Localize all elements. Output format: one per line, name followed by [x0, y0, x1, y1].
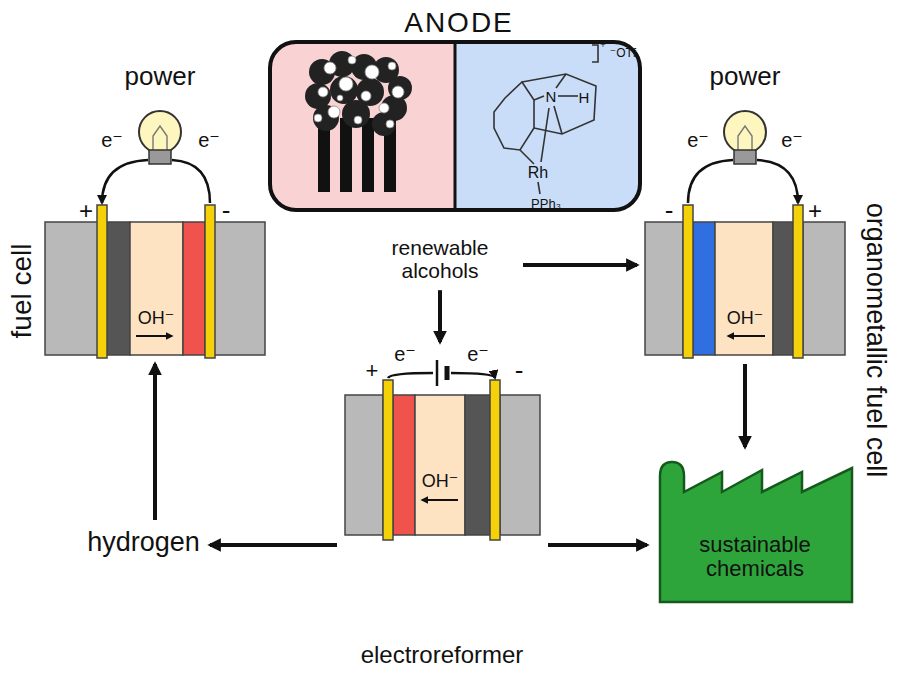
battery-circuit	[388, 360, 495, 500]
flow-arrow	[548, 543, 647, 547]
node-label: hydrogen	[85, 528, 202, 558]
text-node: hydrogen	[85, 528, 202, 558]
diagram-label: ⁺	[600, 41, 606, 53]
diagram-label: e⁻	[394, 344, 416, 364]
organometallic-cell-stack	[645, 205, 845, 358]
electroreformer-stack	[345, 380, 540, 540]
node-label: organometallic fuel cell	[860, 203, 890, 478]
diagram-label: e⁻	[101, 130, 123, 150]
diagram-label: -	[222, 197, 231, 223]
flow-arrow	[210, 543, 337, 547]
diagram-label: -	[515, 357, 524, 383]
fuel-cell-stack	[45, 205, 265, 358]
diagram-label: e⁻	[781, 130, 803, 150]
diagram-label: OH⁻	[422, 472, 459, 490]
fuel-cell: fuel cell	[45, 205, 265, 356]
node-label: renewable alcohols	[365, 236, 515, 282]
node-label: fuel cell	[7, 244, 38, 339]
anode-divider	[454, 42, 457, 210]
factory-node: sustainable chemicals	[655, 455, 855, 605]
diagram-label: e⁻	[198, 130, 220, 150]
diagram-label: power	[125, 63, 196, 89]
diagram-label: +	[79, 199, 93, 223]
diagram-label: power	[710, 63, 781, 89]
diagram-label: H	[579, 90, 590, 105]
node-label: ANODE	[404, 8, 514, 39]
diagram-label: OH⁻	[138, 309, 175, 327]
diagram-label: PPh₃	[531, 197, 561, 210]
node-label: sustainable chemicals	[680, 533, 830, 581]
flow-arrow	[438, 290, 442, 342]
diagram-label: ⁻OTf	[610, 47, 636, 59]
flow-arrow	[523, 263, 637, 267]
rh-complex	[494, 45, 598, 194]
diagram-label: e⁻	[687, 130, 709, 150]
bulb-circuit	[102, 111, 210, 336]
diagram-label: e⁻	[467, 344, 489, 364]
diagram-label: Rh	[528, 165, 548, 181]
anode-fill	[268, 40, 642, 212]
factory-shape	[660, 462, 852, 602]
text-node: renewable alcohols	[365, 236, 515, 282]
flow-arrow	[743, 364, 747, 447]
node-label: electroreformer	[361, 642, 524, 668]
diagram-label: +	[808, 199, 822, 223]
organometallic-fuel-cell: organometallic fuel cell	[645, 205, 845, 356]
diagram-label: OH⁻	[727, 309, 764, 327]
diagram-label: -	[665, 197, 674, 223]
flow-arrow	[153, 364, 157, 520]
diagram-label: +	[366, 360, 379, 382]
porous-catalyst	[305, 51, 412, 192]
diagram-label: N	[546, 89, 557, 104]
anode-box: ANODE	[268, 40, 642, 212]
